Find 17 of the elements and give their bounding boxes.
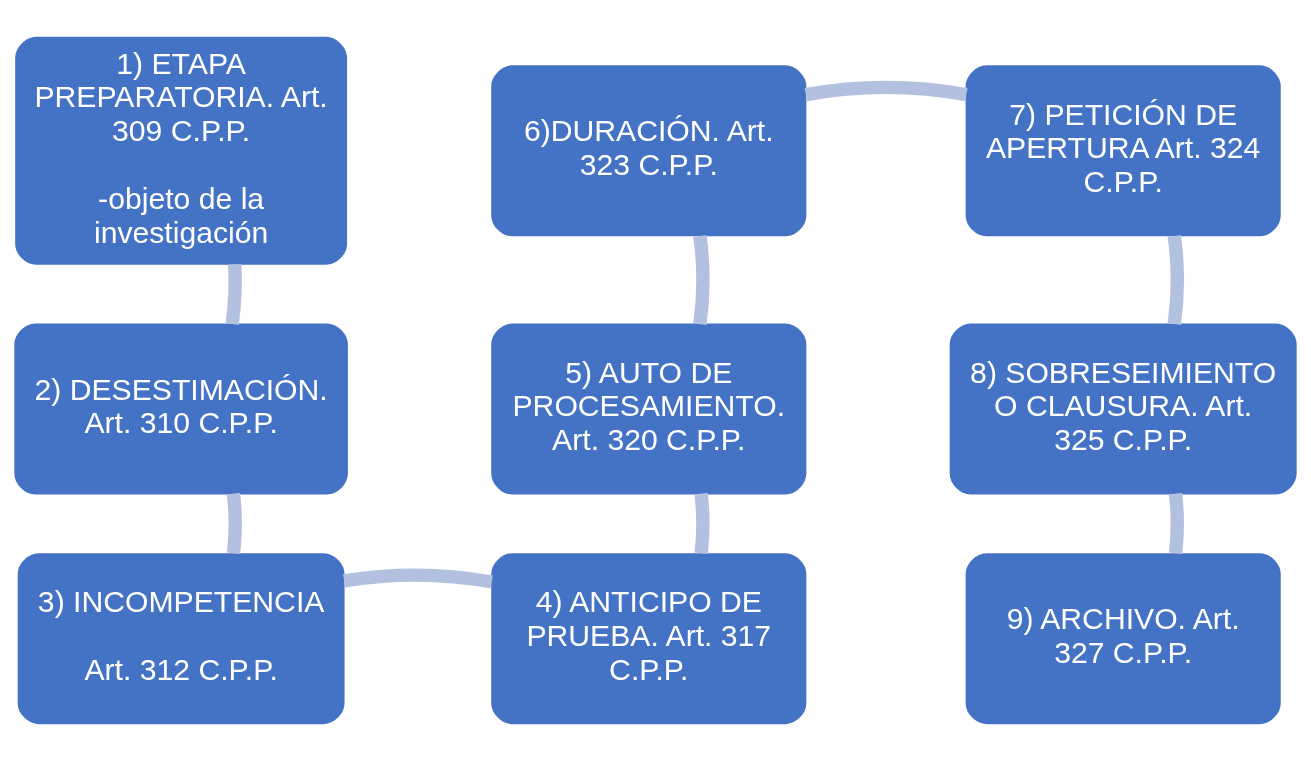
connector bbox=[1168, 492, 1184, 554]
node-box: 9) ARCHIVO. Art. 327 C.P.P. bbox=[965, 552, 1281, 724]
node-box: 7) PETICIÓN DE APERTURA Art. 324 C.P.P. bbox=[965, 64, 1281, 236]
node-box: 3) INCOMPETENCIA Art. 312 C.P.P. bbox=[17, 552, 345, 724]
node-box: 5) AUTO DE PROCESAMIENTO. Art. 320 C.P.P. bbox=[491, 323, 807, 494]
connector bbox=[1167, 234, 1184, 325]
node-box: 8) SOBRESEIMIENTO O CLAUSURA. Art. 325 C.P.P. bbox=[949, 323, 1297, 494]
node-box: 4) ANTICIPO DE PRUEBA. Art. 317 C.P.P. bbox=[491, 552, 807, 724]
node-box: 1) ETAPA PREPARATORIA. Art. 309 C.P.P. -objeto de la investigación bbox=[15, 36, 348, 265]
connector bbox=[694, 492, 710, 554]
node-box: 2) DESESTIMACIÓN. Art. 310 C.P.P. bbox=[14, 323, 348, 494]
connector bbox=[225, 263, 242, 325]
node-box: 6)DURACIÓN. Art. 323 C.P.P. bbox=[491, 64, 807, 236]
connector bbox=[804, 80, 968, 101]
connector bbox=[226, 492, 242, 554]
connector bbox=[343, 567, 493, 589]
connector bbox=[693, 234, 710, 325]
